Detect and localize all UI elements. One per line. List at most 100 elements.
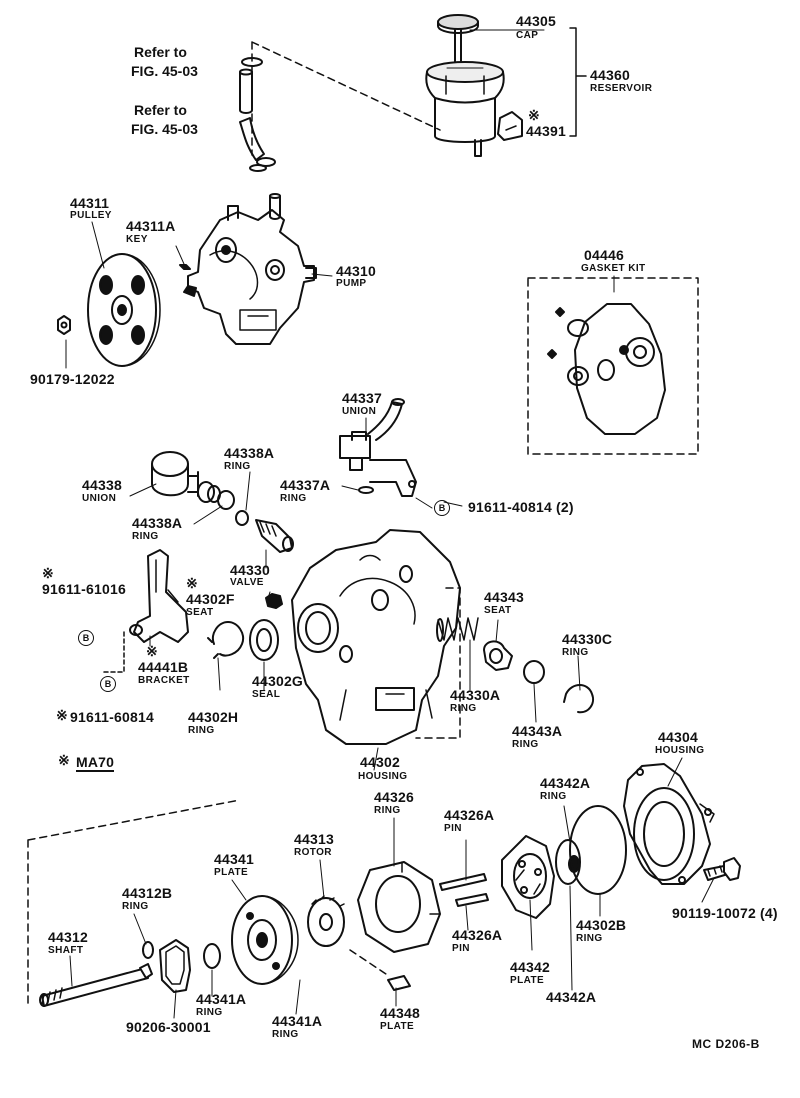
part-name-key: KEY <box>126 234 148 245</box>
asterisk-mark-44441B: ※ <box>146 643 158 659</box>
part-number-44341A-right: 44341A <box>272 1013 323 1029</box>
part-name-seat-44343: SEAT <box>484 605 512 616</box>
part-number-44342A-upper: 44342A <box>540 775 591 791</box>
rotor-drawing <box>307 895 345 947</box>
part-number-44338A-lower: 44338A <box>132 515 183 531</box>
seat-44343-drawing <box>483 640 513 671</box>
spring-drawing <box>436 617 479 642</box>
part-name-pin-lower: PIN <box>452 943 470 954</box>
pin-upper-drawing <box>439 873 487 891</box>
part-name-pump: PUMP <box>336 278 367 289</box>
part-name-rotor: ROTOR <box>294 847 332 858</box>
ring-44302B-drawing <box>569 805 627 895</box>
hose-upper-drawing <box>239 57 263 114</box>
part-name-ring-44341A-right: RING <box>272 1029 299 1040</box>
pin-lower-drawing <box>455 893 489 907</box>
part-number-44343A: 44343A <box>512 723 563 739</box>
seal-44302G-drawing <box>249 619 279 661</box>
part-number-44311A: 44311A <box>126 218 176 234</box>
figure-reference-1: FIG. 45-03 <box>131 63 198 79</box>
part-number-90179-12022: 90179-12022 <box>30 371 115 387</box>
diagram-reference-code: MC D206-B <box>692 1037 760 1051</box>
part-number-44343: 44343 <box>484 589 524 605</box>
pump-drawing <box>183 193 317 345</box>
part-number-44302F: 44302F <box>186 591 235 607</box>
plate-44342-drawing <box>501 835 555 919</box>
part-name-ring-44312B: RING <box>122 901 149 912</box>
part-number-44302: 44302 <box>360 754 400 770</box>
asterisk-mark-91611-61016: ※ <box>42 565 54 581</box>
bolt-b-marker-1: B <box>434 500 450 516</box>
part-number-91611-40814: 91611-40814 (2) <box>468 499 574 515</box>
plate-44348-drawing <box>387 975 411 991</box>
seat-44302F-drawing <box>265 593 283 609</box>
hose-lower-drawing <box>239 117 276 172</box>
part-name-housing-44304: HOUSING <box>655 745 705 756</box>
refer-to-label-2: Refer to <box>134 102 187 118</box>
part-number-44302G: 44302G <box>252 673 304 689</box>
part-number-44330: 44330 <box>230 562 270 578</box>
part-number-44342: 44342 <box>510 959 550 975</box>
part-number-91611-61016: 91611-61016 <box>42 581 126 597</box>
ring-44302H-drawing <box>207 621 244 659</box>
part-number-44305: 44305 <box>516 13 556 29</box>
part-number-44302B: 44302B <box>576 917 627 933</box>
key-drawing <box>179 264 191 270</box>
bolt-b-marker-2: B <box>78 630 94 646</box>
housing-44302-drawing <box>291 529 461 745</box>
part-number-44304: 44304 <box>658 729 698 745</box>
ring-44330C-drawing <box>563 684 594 714</box>
refer-to-label-1: Refer to <box>134 44 187 60</box>
part-name-gasket-kit: GASKET KIT <box>581 263 646 274</box>
ring-44312B-drawing <box>142 941 154 959</box>
part-number-44360: 44360 <box>590 67 630 83</box>
gasket-90206-drawing <box>159 939 191 993</box>
bolt-b-marker-3: B <box>100 676 116 692</box>
union-44337-drawing <box>339 398 417 497</box>
part-number-44312B: 44312B <box>122 885 173 901</box>
part-name-ring-44343A: RING <box>512 739 539 750</box>
ring-44342A-drawing <box>555 839 581 885</box>
part-number-44341: 44341 <box>214 851 254 867</box>
cam-ring-drawing <box>357 861 441 953</box>
plate-44341-drawing <box>231 895 299 985</box>
part-number-44337: 44337 <box>342 390 382 406</box>
valve-44330-drawing <box>255 519 294 553</box>
model-code-ma70: MA70 <box>76 754 115 772</box>
part-name-ring-44341A-left: RING <box>196 1007 223 1018</box>
part-name-ring-44326: RING <box>374 805 401 816</box>
leader-lines <box>65 221 715 1019</box>
part-number-44342A-lower: 44342A <box>546 989 597 1005</box>
bolt-90119-drawing <box>703 857 741 881</box>
part-number-44326A-lower: 44326A <box>452 927 503 943</box>
ring-44337A-drawing <box>358 486 374 494</box>
part-name-pulley: PULLEY <box>70 210 112 221</box>
part-number-44441B: 44441B <box>138 659 189 675</box>
asterisk-mark-91611-60814: ※ <box>56 707 68 723</box>
part-name-valve: VALVE <box>230 577 264 588</box>
part-name-ring-44342A-upper: RING <box>540 791 567 802</box>
part-name-plate-44348: PLATE <box>380 1021 415 1032</box>
part-name-ring-44330C: RING <box>562 647 589 658</box>
shaft-drawing <box>39 963 153 1007</box>
part-number-44338: 44338 <box>82 477 122 493</box>
part-number-44330A: 44330A <box>450 687 501 703</box>
asterisk-mark-44391: ※ <box>528 107 540 123</box>
part-name-ring-44337A: RING <box>280 493 307 504</box>
part-name-union-44337: UNION <box>342 406 377 417</box>
part-name-seat-44302F: SEAT <box>186 607 214 618</box>
part-number-44348: 44348 <box>380 1005 420 1021</box>
part-number-44391: 44391 <box>526 123 566 139</box>
gasket-drawing <box>547 303 666 435</box>
part-name-seal: SEAL <box>252 689 281 700</box>
part-name-housing-44302: HOUSING <box>358 771 408 782</box>
part-name-union-44338: UNION <box>82 493 117 504</box>
part-name-ring-44338A-upper: RING <box>224 461 251 472</box>
part-number-04446: 04446 <box>584 247 624 263</box>
part-name-ring-44338A-lower: RING <box>132 531 159 542</box>
reservoir-cap-drawing <box>437 14 479 71</box>
reservoir-clip-drawing <box>497 111 523 141</box>
figure-reference-2: FIG. 45-03 <box>131 121 198 137</box>
